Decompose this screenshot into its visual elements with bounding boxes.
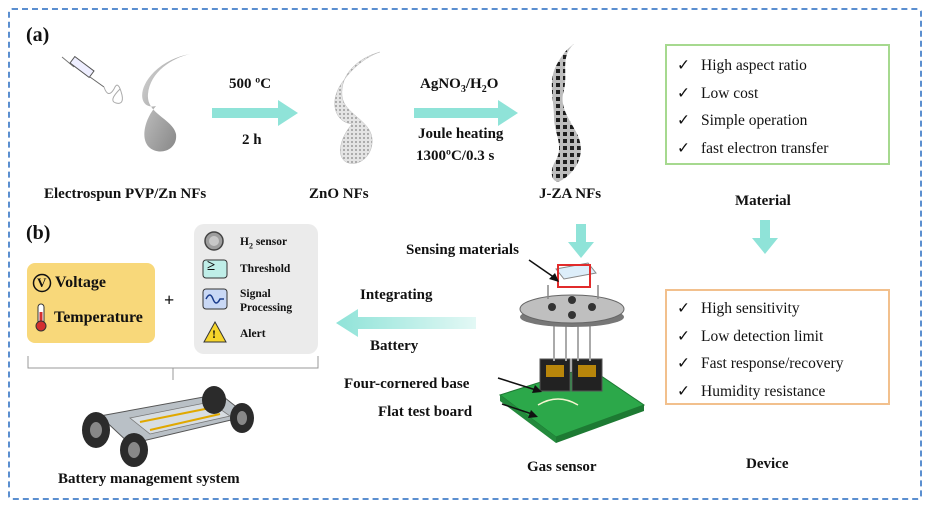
pointer-arrow-sensing [528, 259, 559, 282]
voltage-label: Voltage [55, 274, 106, 291]
panel-a-label: (a) [26, 24, 50, 46]
bracket-lines [27, 356, 319, 380]
material-item: ✓Low cost [677, 80, 888, 108]
check-icon: ✓ [677, 355, 690, 372]
alert-symbol: ! [212, 327, 216, 341]
bms-caption: Battery management system [58, 471, 240, 487]
threshold-icon [202, 259, 228, 279]
arrow1-time: 2 h [242, 132, 262, 148]
syringe-icon [61, 55, 123, 104]
flat-test-board-label: Flat test board [378, 404, 473, 420]
pointer-arrow-board [501, 403, 538, 418]
step3-name: J-ZA NFs [539, 186, 602, 202]
pointer-arrow-base [497, 377, 542, 393]
arrow1-temp: 500 ºC [229, 76, 272, 92]
gas-sensor-icon [498, 262, 646, 443]
sensing-materials-label: Sensing materials [406, 242, 519, 258]
arrow2-condition: 1300ºC/0.3 s [416, 148, 495, 164]
battery-label: Battery [370, 338, 419, 354]
threshold-symbol: ≥ [207, 258, 216, 274]
threshold-label: Threshold [240, 263, 291, 275]
device-item: ✓Humidity resistance [677, 378, 888, 406]
jza-fiber-icon [551, 44, 581, 182]
integrating-label: Integrating [360, 287, 433, 303]
alert-label: Alert [240, 328, 266, 340]
thermometer-icon [35, 303, 47, 332]
step2-name: ZnO NFs [309, 186, 369, 202]
gas-sensor-caption: Gas sensor [527, 459, 597, 475]
material-caption: Material [735, 193, 791, 209]
material-item: ✓fast electron transfer [677, 135, 888, 163]
integrating-arrow [336, 309, 476, 337]
voltmeter-symbol: V [37, 275, 47, 290]
check-icon: ✓ [677, 327, 690, 345]
signal-icon [202, 288, 228, 310]
signal-label-1: Signal [240, 288, 271, 300]
check-icon: ✓ [677, 300, 690, 317]
down-arrow-sensor [568, 224, 594, 258]
material-item: ✓High aspect ratio [677, 52, 888, 80]
material-box: ✓High aspect ratio ✓Low cost ✓Simple ope… [665, 44, 890, 165]
zno-fiber-icon [334, 51, 381, 164]
temperature-label: Temperature [54, 309, 143, 326]
ev-chassis-icon [82, 386, 254, 467]
check-icon: ✓ [677, 139, 690, 157]
material-item: ✓Simple operation [677, 107, 888, 135]
check-icon: ✓ [677, 382, 690, 400]
check-icon: ✓ [677, 84, 690, 102]
check-icon: ✓ [677, 57, 690, 74]
figure-frame [8, 8, 922, 500]
check-icon: ✓ [677, 112, 690, 129]
h2-sensor-label: H2 sensor [240, 236, 288, 251]
down-arrow-material [752, 220, 778, 254]
arrow2-method: Joule heating [418, 126, 504, 142]
step1-name: Electrospun PVP/Zn NFs [44, 186, 207, 202]
device-box: ✓High sensitivity ✓Low detection limit ✓… [665, 289, 890, 405]
arrow-2 [414, 100, 518, 126]
signal-label-2: Processing [240, 302, 293, 314]
alert-icon [203, 320, 227, 343]
device-item: ✓High sensitivity [677, 295, 888, 323]
nanofiber-icon [142, 54, 190, 152]
device-item: ✓Fast response/recovery [677, 350, 888, 378]
device-caption: Device [746, 456, 789, 472]
voltmeter-icon [32, 273, 52, 293]
h2-sensor-icon [204, 231, 224, 251]
four-cornered-base-label: Four-cornered base [344, 376, 470, 392]
plus-sign: + [164, 290, 175, 310]
panel-b-label: (b) [26, 222, 51, 244]
arrow2-reagent: AgNO3/H2O [420, 76, 499, 95]
device-item: ✓Low detection limit [677, 323, 888, 351]
arrow-1 [212, 100, 298, 126]
